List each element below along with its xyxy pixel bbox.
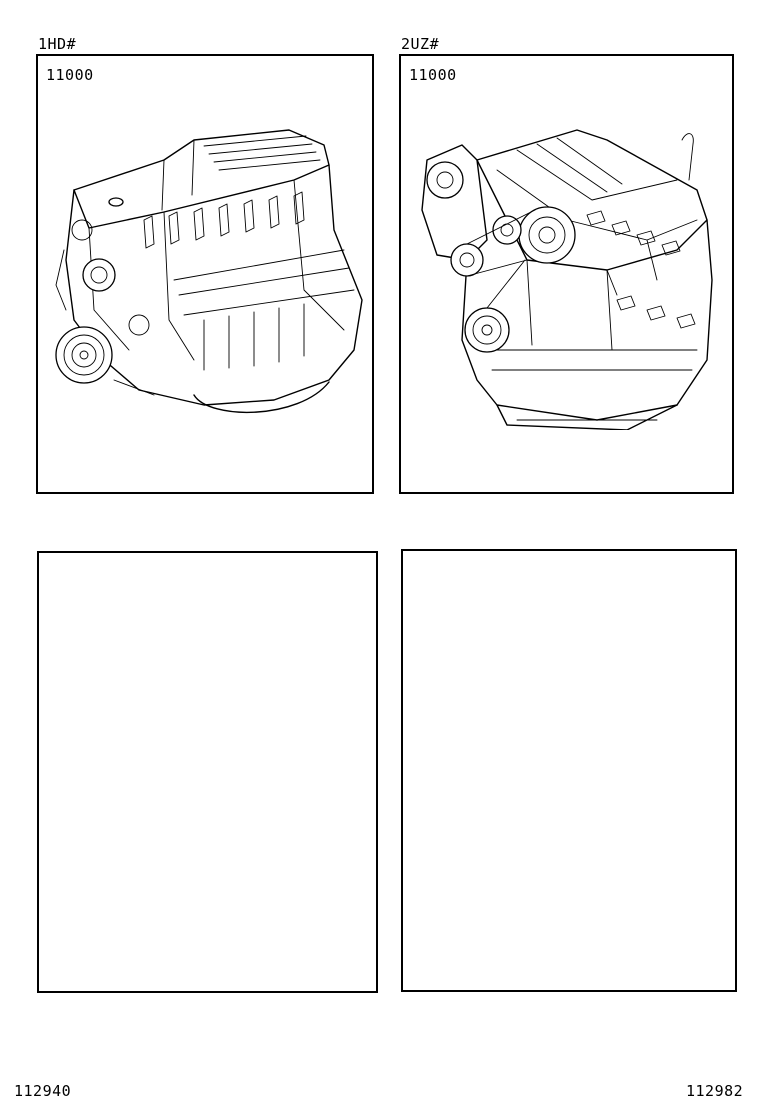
- part-number-1hd: 11000: [46, 66, 94, 84]
- engine-2uz-illustration: [407, 120, 729, 430]
- engine-label-2uz: 2UZ#: [401, 35, 440, 53]
- panel-empty-right: [401, 549, 737, 992]
- part-number-2uz: 11000: [409, 66, 457, 84]
- footer-code-left: 112940: [14, 1082, 72, 1100]
- panel-2uz-engine[interactable]: 11000: [399, 54, 734, 494]
- engine-label-1hd: 1HD#: [38, 35, 77, 53]
- footer-code-right: 112982: [686, 1082, 744, 1100]
- panel-empty-left: [37, 551, 378, 993]
- engine-1hd-illustration: [44, 120, 368, 420]
- panel-1hd-engine[interactable]: 11000: [36, 54, 374, 494]
